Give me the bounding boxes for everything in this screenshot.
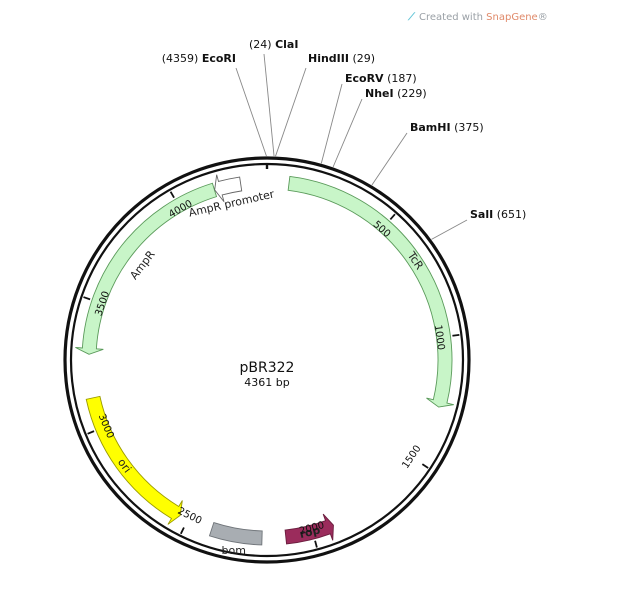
site-label-ecorv[interactable]: EcoRV (187) bbox=[345, 72, 417, 85]
tick-mark-3500 bbox=[83, 296, 91, 301]
tick-mark-2500 bbox=[180, 527, 185, 535]
site-position-ecorv: (187) bbox=[384, 72, 417, 85]
site-name-ecorv: EcoRV bbox=[345, 72, 384, 85]
tick-label-1500: 1500 bbox=[400, 444, 423, 471]
attribution-brand: SnapGene bbox=[486, 12, 538, 23]
sites-layer: (4359) EcoRI (24) ClaI HindIII (29) EcoRV (… bbox=[162, 38, 526, 240]
feature-ampr-promoter[interactable] bbox=[214, 174, 243, 203]
site-position-sali: (651) bbox=[493, 208, 526, 221]
tick-label-1000: 1000 bbox=[432, 324, 446, 351]
backbone-outer-ring bbox=[63, 156, 471, 564]
tick-mark-4000 bbox=[169, 191, 175, 199]
site-label-hindiii[interactable]: HindIII (29) bbox=[308, 52, 375, 65]
tick-mark-1500 bbox=[421, 463, 429, 469]
tick-mark-2000 bbox=[314, 540, 318, 548]
feature-bom[interactable] bbox=[208, 521, 263, 546]
tick-mark-500 bbox=[389, 213, 396, 221]
site-name-nhei: NheI bbox=[365, 87, 394, 100]
tick-mark-3000 bbox=[87, 430, 95, 435]
site-leader-hindiii bbox=[275, 67, 307, 157]
site-name-hindiii: HindIII bbox=[308, 52, 349, 65]
site-label-sali[interactable]: SalI (651) bbox=[470, 208, 526, 221]
site-label-clai[interactable]: (24) ClaI bbox=[249, 38, 298, 51]
site-position-clai: (24) bbox=[249, 38, 275, 51]
plasmid-backbone bbox=[63, 156, 471, 564]
site-name-clai: ClaI bbox=[275, 38, 298, 51]
site-position-ecori: (4359) bbox=[162, 52, 202, 65]
feature-label-rop: rop bbox=[298, 523, 322, 541]
plasmid-length: 4361 bp bbox=[244, 376, 289, 389]
attribution-prefix: Created with bbox=[419, 12, 487, 23]
site-leader-ecori bbox=[235, 67, 267, 157]
feature-label-bom: bom bbox=[222, 544, 246, 557]
site-leader-bamhi bbox=[371, 132, 408, 186]
feature-ori[interactable] bbox=[85, 395, 183, 525]
tick-mark-1000 bbox=[452, 333, 460, 337]
tick-label-2500: 2500 bbox=[176, 506, 204, 527]
site-position-nhei: (229) bbox=[394, 87, 427, 100]
site-leader-nhei bbox=[332, 98, 363, 168]
snapgene-logo-icon: ⟋ bbox=[408, 12, 415, 23]
site-label-nhei[interactable]: NheI (229) bbox=[365, 87, 427, 100]
site-name-bamhi: BamHI bbox=[410, 121, 451, 134]
plasmid-name: pBR322 bbox=[240, 360, 295, 376]
site-label-bamhi[interactable]: BamHI (375) bbox=[410, 121, 484, 134]
site-name-sali: SalI bbox=[470, 208, 493, 221]
site-label-ecori[interactable]: (4359) EcoRI bbox=[162, 52, 236, 65]
site-position-hindiii: (29) bbox=[349, 52, 375, 65]
attribution-suffix: ® bbox=[537, 12, 548, 23]
site-leader-clai bbox=[263, 53, 275, 157]
site-leader-ecorv bbox=[320, 83, 343, 164]
attribution: ⟋ Created with SnapGene® bbox=[408, 12, 548, 23]
site-name-ecori: EcoRI bbox=[202, 52, 236, 65]
feature-ampr[interactable] bbox=[75, 182, 218, 355]
site-leader-sali bbox=[431, 219, 468, 240]
feature-tcr[interactable] bbox=[287, 175, 454, 408]
site-position-bamhi: (375) bbox=[451, 121, 484, 134]
feature-rop[interactable] bbox=[284, 513, 334, 545]
